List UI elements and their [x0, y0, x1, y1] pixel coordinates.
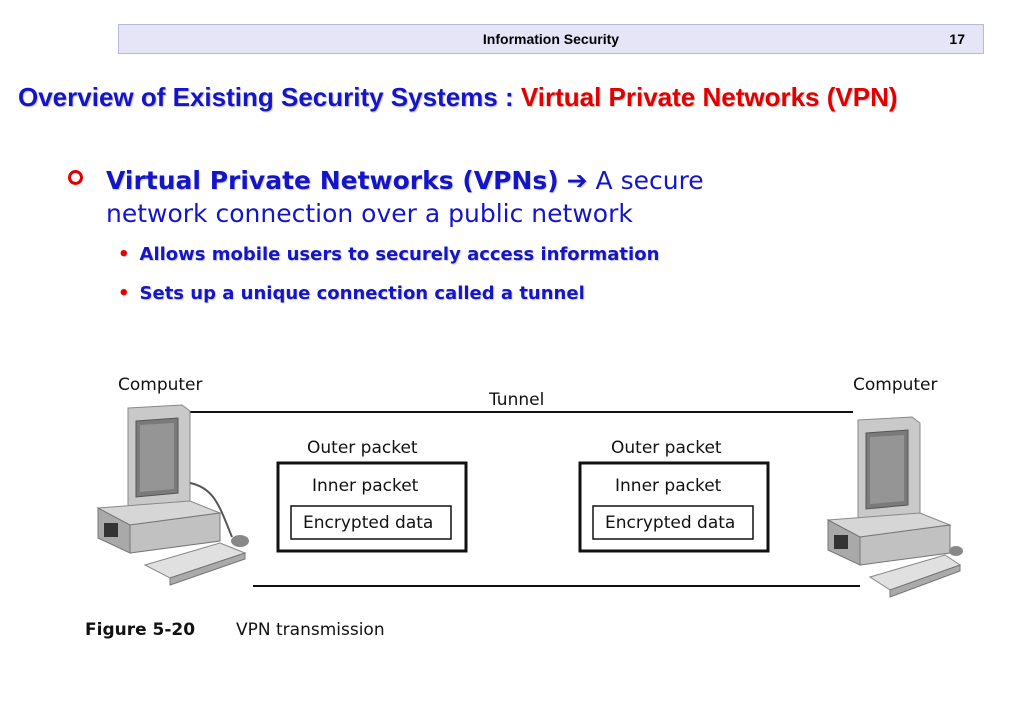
hollow-circle-bullet-icon [68, 170, 83, 185]
figure-number: Figure 5-20 [85, 620, 195, 640]
slide-title-prefix: Overview of Existing Security Systems : [18, 82, 521, 112]
arrow-icon: ➔ [566, 166, 588, 195]
page-number: 17 [949, 31, 965, 47]
figure-caption: VPN transmission [236, 620, 385, 640]
encrypted-data-box [290, 505, 452, 540]
right-computer-label: Computer [853, 375, 938, 395]
bullet-definition: A secure network connection over a publi… [106, 166, 704, 228]
slide-title-accent: Virtual Private Networks (VPN) [520, 82, 898, 112]
bullet-term: Virtual Private Networks (VPNs) [106, 166, 559, 195]
vpn-diagram: Tunnel Computer Outer packet Inner packe… [85, 375, 963, 640]
encrypted-data-box [592, 505, 754, 540]
sub-bullet-2: • Sets up a unique connection called a tu… [118, 283, 585, 304]
outer-packet-label: Outer packet [611, 438, 722, 458]
header-title: Information Security [482, 31, 620, 47]
encrypted-data-label: Encrypted data [303, 513, 433, 533]
left-computer-icon [96, 404, 249, 586]
sub-bullet-text: Allows mobile users to securely access i… [139, 244, 660, 265]
main-bullet: Virtual Private Networks (VPNs) ➔ A secu… [68, 164, 788, 230]
inner-packet-label: Inner packet [312, 476, 419, 496]
inner-packet-label: Inner packet [615, 476, 722, 496]
bullet-dot-icon: • [118, 244, 130, 265]
outer-packet-label: Outer packet [307, 438, 418, 458]
tunnel-label: Tunnel [488, 390, 544, 410]
sub-bullet-text: Sets up a unique connection called a tun… [139, 283, 585, 304]
slide-title: Overview of Existing Security Systems : … [18, 80, 1008, 114]
left-computer-label: Computer [118, 375, 203, 395]
header-bar: Information Security 17 [118, 24, 984, 54]
right-computer-icon [826, 416, 963, 598]
sub-bullet-1: • Allows mobile users to securely access … [118, 244, 659, 265]
encrypted-data-label: Encrypted data [605, 513, 735, 533]
bullet-dot-icon: • [118, 283, 130, 304]
